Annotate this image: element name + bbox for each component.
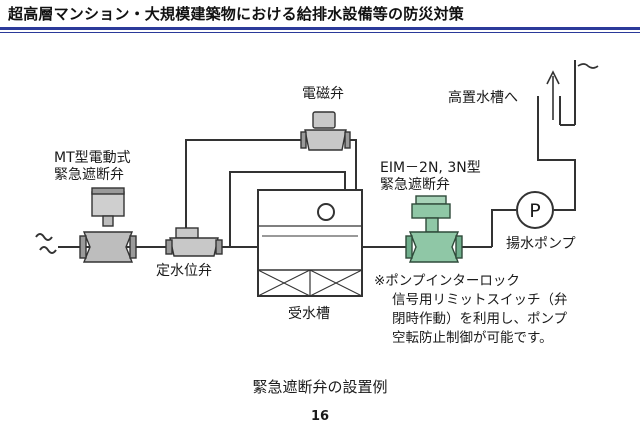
mt-valve-label: MT型電動式 緊急遮断弁: [54, 150, 131, 184]
pump-symbol: P: [529, 200, 540, 222]
page-number: 16: [310, 409, 330, 424]
tank-inlet-pipe: [229, 171, 346, 247]
pump-inlet-pipe: [491, 209, 516, 247]
header-rule-thin: [0, 32, 640, 33]
to-elevated-tank-label: 高置水槽へ: [448, 90, 518, 106]
riser-pipe: [537, 96, 576, 211]
note-line3: 閉時作動）を利用し、ポンプ: [392, 311, 568, 327]
receiving-tank-label: 受水槽: [288, 306, 330, 322]
pipe-break-symbol-2: [577, 63, 599, 69]
solenoid-valve-icon: [300, 111, 351, 151]
mt-valve-icon: [79, 187, 137, 263]
receiving-tank: [257, 189, 363, 297]
float-valve-label: 定水位弁: [156, 263, 212, 279]
eim-valve-icon: [405, 195, 463, 263]
note-line2: 信号用リミットスイッチ（弁: [392, 292, 568, 308]
eim-valve-label-line2: 緊急遮断弁: [380, 177, 450, 193]
pump-icon: [516, 191, 554, 229]
pipe-break-symbol: [35, 233, 57, 254]
mt-valve-label-line2: 緊急遮断弁: [54, 167, 124, 183]
slide-title: 超高層マンション・大規模建築物における給排水設備等の防災対策: [8, 5, 465, 23]
figure-caption: 緊急遮断弁の設置例: [252, 378, 388, 396]
solenoid-label: 電磁弁: [302, 86, 344, 102]
note-line4: 空転防止制御が可能です。: [392, 330, 553, 346]
slide-header: 超高層マンション・大規模建築物における給排水設備等の防災対策: [0, 0, 640, 40]
eim-valve-label-line1: EIM－2N, 3N型: [380, 160, 481, 176]
mt-valve-label-line1: MT型電動式: [54, 150, 131, 166]
up-arrow-icon: [546, 70, 560, 120]
eim-valve-label: EIM－2N, 3N型 緊急遮断弁: [380, 160, 481, 194]
interlock-note: ※ポンプインターロック 信号用リミットスイッチ（弁 閉時作動）を利用し、ポンプ …: [374, 272, 568, 348]
note-line1: ※ポンプインターロック: [374, 273, 520, 289]
solenoid-line: [185, 139, 305, 230]
header-rule: [0, 27, 640, 30]
float-valve-icon: [165, 227, 223, 257]
pump-label: 揚水ポンプ: [506, 236, 576, 252]
